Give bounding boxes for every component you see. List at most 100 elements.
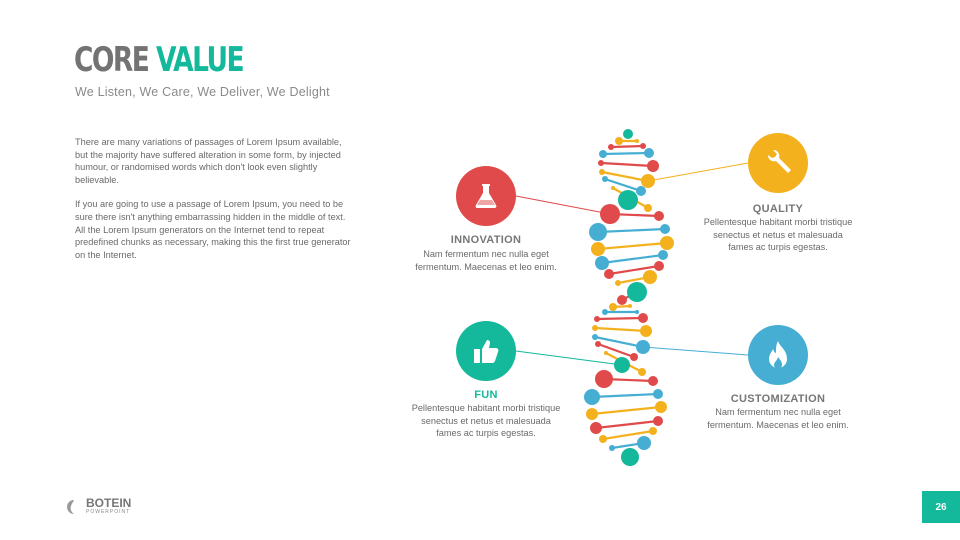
dna-node (623, 129, 633, 139)
dna-node (643, 270, 657, 284)
dna-node (614, 357, 630, 373)
brand-mark-icon (67, 499, 74, 514)
connector-line (647, 162, 749, 182)
dna-rung (595, 419, 659, 430)
title-part-2: VALUE (155, 40, 245, 80)
dna-node (641, 174, 655, 188)
dna-node (595, 370, 613, 388)
dna-rung (600, 161, 654, 168)
dna-rung (608, 264, 660, 276)
dna-node (660, 236, 674, 250)
customization-text: Nam fermentum nec nulla eget fermentum. … (707, 407, 849, 430)
dna-node (621, 448, 639, 466)
dna-rung (604, 177, 642, 193)
dna-node (602, 176, 608, 182)
dna-node (615, 280, 621, 286)
dna-rung (597, 342, 635, 359)
dna-node (638, 368, 646, 376)
dna-node (592, 334, 598, 340)
dna-rung (597, 227, 666, 234)
body-text: There are many variations of passages of… (75, 136, 355, 273)
paragraph: If you are going to use a passage of Lor… (75, 199, 351, 260)
fun-title: FUN (474, 389, 498, 401)
dna-rung (610, 144, 644, 149)
dna-rung (594, 335, 644, 349)
dna-node (628, 304, 632, 308)
dna-rung (594, 326, 647, 333)
dna-node (599, 169, 605, 175)
dna-rung (596, 316, 644, 321)
dna-node (609, 303, 617, 311)
dna-node (584, 389, 600, 405)
dna-node (592, 325, 598, 331)
dna-node (660, 224, 670, 234)
dna-rung (601, 253, 664, 265)
dna-node (595, 341, 601, 347)
subtitle: We Listen, We Care, We Deliver, We Delig… (75, 85, 330, 99)
dna-node (591, 242, 605, 256)
dna-node (654, 211, 664, 221)
fun-text: Pellentesque habitant morbi tristique se… (411, 403, 561, 438)
paragraph: There are many variations of passages of… (75, 137, 342, 185)
dna-node (615, 137, 623, 145)
dna-node (602, 309, 608, 315)
dna-node (647, 160, 659, 172)
dna-node (644, 148, 654, 158)
dna-node (638, 313, 648, 323)
dna-node (636, 186, 646, 196)
dna-node (640, 143, 646, 149)
dna-node (595, 256, 609, 270)
dna-node (648, 376, 658, 386)
dna-node (649, 427, 657, 435)
quality-text: Pellentesque habitant morbi tristique se… (703, 217, 853, 252)
dna-node (600, 204, 620, 224)
dna-node (604, 351, 608, 355)
flask-icon (456, 166, 516, 226)
dna-node (608, 144, 614, 150)
dna-node (653, 416, 663, 426)
dna-node (611, 186, 615, 190)
dna-node (617, 295, 627, 305)
connector-line (515, 195, 611, 215)
dna-rung (591, 392, 659, 399)
dna-rung (602, 151, 650, 156)
dna-node (654, 261, 664, 271)
dna-node (630, 353, 638, 361)
dna-node (618, 190, 638, 210)
dna-node (635, 139, 639, 143)
wrench-icon (748, 133, 808, 193)
dna-node (653, 389, 663, 399)
dna-node (599, 150, 607, 158)
dna-node (589, 223, 607, 241)
dna-node (635, 310, 639, 314)
connector-line (515, 350, 623, 366)
dna-rung (597, 241, 668, 251)
dna-node (627, 282, 647, 302)
flame-icon (748, 325, 808, 385)
page-number: 26 (922, 491, 960, 523)
dna-rung (591, 405, 662, 416)
dna-rung (601, 170, 649, 183)
brand-name: BOTEIN (86, 496, 132, 510)
dna-node (599, 435, 607, 443)
dna-node (637, 436, 651, 450)
customization-title: CUSTOMIZATION (730, 393, 826, 405)
innovation-title: INNOVATION (450, 234, 522, 246)
dna-rung (602, 429, 654, 441)
dna-node (636, 340, 650, 354)
dna-node (658, 250, 668, 260)
innovation-text: Nam fermentum nec nulla eget fermentum. … (415, 249, 557, 272)
page-title: CORE VALUE (74, 40, 245, 80)
dna-node (586, 408, 598, 420)
brand-sub: POWERPOINT (86, 509, 131, 515)
dna-node (598, 160, 604, 166)
connector-line (642, 346, 749, 356)
dna-node (644, 204, 652, 212)
dna-node (609, 445, 615, 451)
dna-node (594, 316, 600, 322)
title-part-1: CORE (74, 40, 150, 80)
quality-title: QUALITY (752, 203, 804, 215)
dna-node (655, 401, 667, 413)
